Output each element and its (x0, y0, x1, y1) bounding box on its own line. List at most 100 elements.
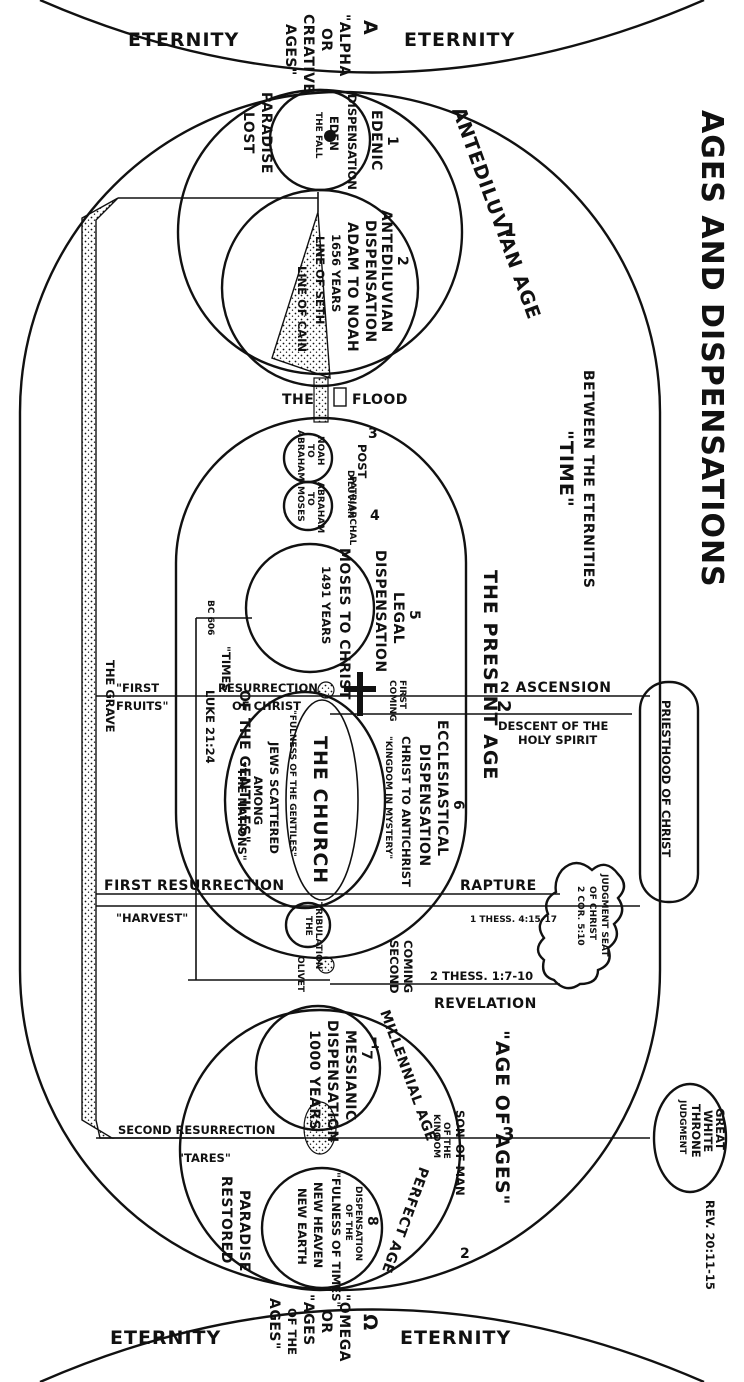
disp5-word: DISPENSATION (372, 550, 388, 673)
omega-symbol: Ω (359, 1314, 381, 1331)
first-resurrection-label: FIRST RESURRECTION (104, 878, 285, 894)
alpha-l1: "ALPHA (336, 14, 352, 77)
gwt-l2: WHITE (701, 1110, 715, 1152)
subage2-label: PERFECT AGE (378, 1165, 431, 1276)
olivet-label: OLIVET (295, 956, 305, 993)
kingdom-l2: DOM (431, 1134, 441, 1158)
disp8-earth: NEW EARTH (295, 1188, 309, 1265)
disp6-church: THE CHURCH (309, 736, 331, 884)
disp1-event: THE FALL (313, 112, 323, 159)
kingdom-l3: OF THE (441, 1122, 451, 1159)
eternity-bottom-left: ETERNITY (110, 1327, 221, 1349)
paradise-lost-l1: PARADISE (258, 92, 274, 174)
resurrection-of-christ-l2: OF CHRIST (232, 699, 301, 713)
eternity-top-right: ETERNITY (404, 29, 515, 51)
omega-l4: OF THE (285, 1308, 299, 1355)
disp8-name: DISPENSATION (353, 1186, 363, 1261)
disp6-jews3: "THE NATIONS" (235, 762, 249, 861)
diagram-title: AGES AND DISPENSATIONS (694, 110, 729, 588)
gwt-l3: THRONE (689, 1104, 703, 1158)
disp6-jews2: AMONG (251, 776, 265, 825)
olivet-mark (317, 956, 335, 974)
disp3-name: POST (355, 444, 369, 478)
gentiles-l2: OF THE GENTILES" (236, 690, 252, 843)
disp2-seth: LINE OF SETH (313, 236, 327, 324)
gentiles-ref: LUKE 21:24 (203, 690, 217, 764)
disp4-from: ABRAHAM (315, 482, 325, 533)
ecclesiastical-circle (223, 690, 387, 910)
age-3-num: 3 (502, 1124, 515, 1145)
tribulation-circle (284, 901, 332, 949)
omega-l3: "AGES (300, 1294, 316, 1346)
tribulation-l2: TRIBULATION (313, 902, 323, 969)
tribulation-l1: THE (303, 916, 313, 936)
disp4-to-word: TO (305, 492, 315, 506)
disp3-to: ABRAHAM (295, 430, 305, 481)
second-coming-l2: COMING (401, 940, 415, 993)
great-white-throne-oval (652, 1082, 728, 1194)
resurrection-of-christ-l1: RESURRECTION (218, 681, 318, 695)
disp8-sub: OF THE (343, 1204, 353, 1241)
disp3-to-word: TO (305, 444, 315, 458)
thess1-label: 1 THESS. 4:15-17 (470, 915, 557, 925)
patriarchal-circle (282, 480, 334, 532)
second-coming-l1: SECOND (387, 940, 401, 994)
disp6-word: DISPENSATION (416, 744, 432, 867)
disp2-span: ADAM TO NOAH (344, 222, 360, 352)
disp4-name: PATRIARCHAL (347, 476, 357, 545)
disp1-word: DISPENSATION (345, 94, 359, 190)
second-resurrection-mark (303, 1101, 337, 1155)
disp2-word: DISPENSATION (362, 220, 378, 343)
gentiles-date: BC 606 (205, 600, 215, 635)
judgment-seat-cloud (536, 861, 626, 990)
disp4-to: MOSES (295, 486, 305, 522)
between-eternities-label: BETWEEN THE ETERNITIES (580, 370, 596, 588)
disp2-num: 2 (394, 256, 410, 266)
eternity-bottom-arc (39, 1308, 705, 1382)
disp6-fulness: "FULNESS OF THE GENTILES" (287, 710, 297, 857)
disp6-num: 6 (450, 800, 466, 810)
the-label: THE (282, 392, 314, 408)
disp5-span: MOSES TO CHRIST (336, 548, 352, 700)
fulness-of-times-circle (260, 1166, 384, 1290)
disp2-name: ANTEDILUVIAN (378, 210, 394, 333)
priesthood-box (638, 680, 700, 904)
harvest-label: "HARVEST" (116, 911, 188, 925)
paradise-restored-l1: PARADISE (236, 1190, 252, 1272)
disp6-name: ECCLESIASTICAL (434, 720, 450, 857)
church-band (285, 699, 359, 901)
descent-l1: DESCENT OF THE (498, 719, 609, 733)
omega-l2: OR (318, 1310, 334, 1334)
disp5-num: 5 (406, 610, 422, 620)
disp7-name: MESSIANIC (342, 1030, 358, 1121)
gwt-l4: JUDGMENT (677, 1099, 687, 1155)
paradise-restored-l2: RESTORED (218, 1176, 234, 1264)
disp8-heaven: NEW HEAVEN (311, 1182, 325, 1268)
age-2-num: 2 (493, 700, 514, 713)
second-resurrection-label: SECOND RESURRECTION (118, 1123, 275, 1137)
rapture-label: RAPTURE (460, 878, 537, 894)
eternity-bottom-right: ETERNITY (400, 1327, 511, 1349)
time-label: "TIME" (555, 430, 577, 508)
age-of-ages-circle (178, 1008, 462, 1292)
alpha-l3: CREATIVE (300, 14, 316, 94)
rev-ref: REV. 20:11-15 (703, 1200, 717, 1290)
thess2-label: 2 THESS. 1:7-10 (430, 969, 533, 983)
age-1-num: 1 (504, 220, 517, 241)
subage1-num: 1 (370, 1036, 380, 1052)
subage2-num: 2 (460, 1246, 470, 1262)
disp1-name: EDENIC (368, 110, 384, 171)
omega-l5: AGES" (266, 1298, 282, 1350)
kingdom-l5: OF MAN (453, 1144, 467, 1196)
disp7-word: DISPENSATION (324, 1020, 340, 1143)
ascension-label: 2 ASCENSION (500, 680, 612, 696)
flood-channel (313, 377, 329, 423)
subage1-label: MILLENNIAL AGE (376, 1008, 438, 1144)
cross-icon (357, 672, 363, 716)
judgment-seat-ref: 2 COR. 5:10 (575, 886, 585, 946)
gwt-l1: GREAT (713, 1108, 727, 1150)
disp3-sub: DILUVIAN (345, 470, 355, 518)
tree-of-life-icon (324, 130, 336, 142)
disp8-fulness: "FULNESS OF TIMES" (329, 1172, 343, 1307)
